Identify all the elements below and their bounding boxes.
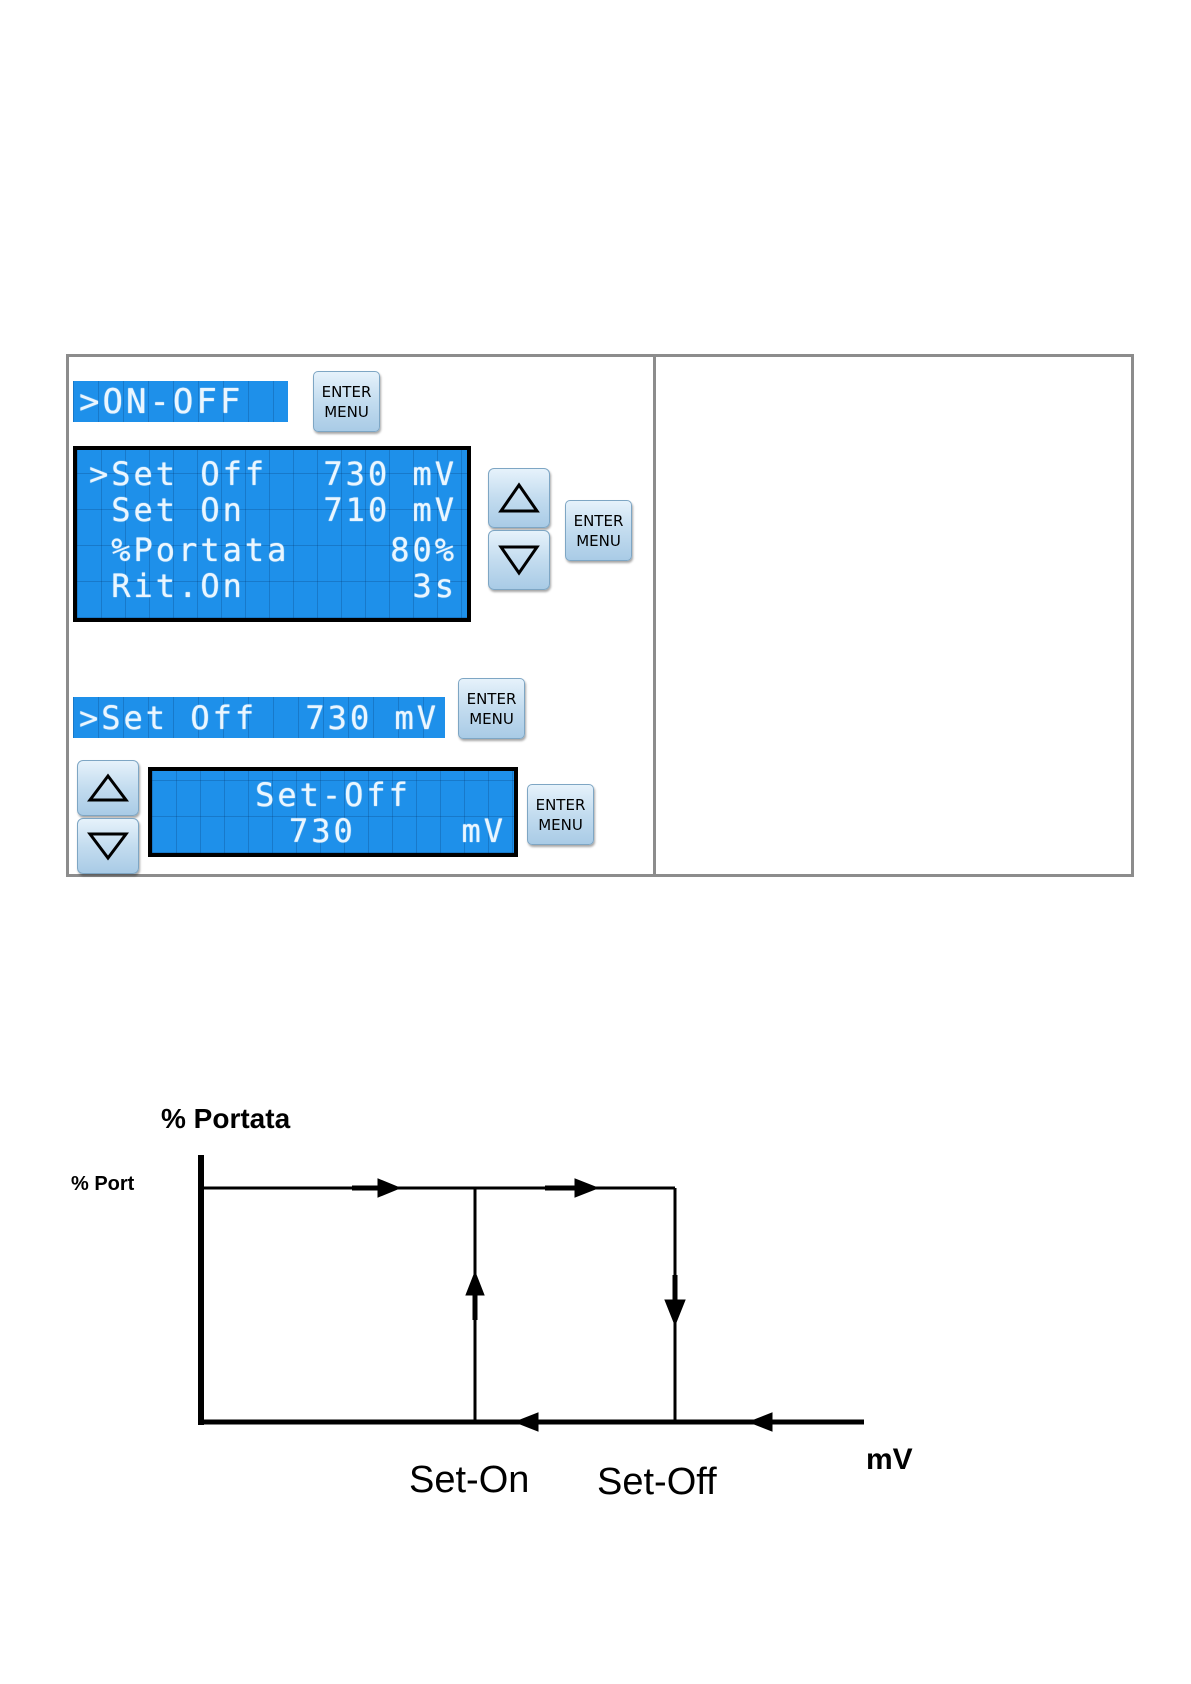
arrow-up-icon [466,1272,484,1320]
set-on-label: Set-On [409,1459,529,1502]
arrow-right-icon [352,1179,400,1197]
x-axis-label: mV [866,1443,913,1477]
arrow-left-icon [749,1413,795,1431]
set-off-label: Set-Off [597,1461,717,1504]
arrow-left-icon [515,1413,562,1431]
arrow-right-icon [545,1179,598,1197]
arrow-down-icon [665,1275,685,1325]
